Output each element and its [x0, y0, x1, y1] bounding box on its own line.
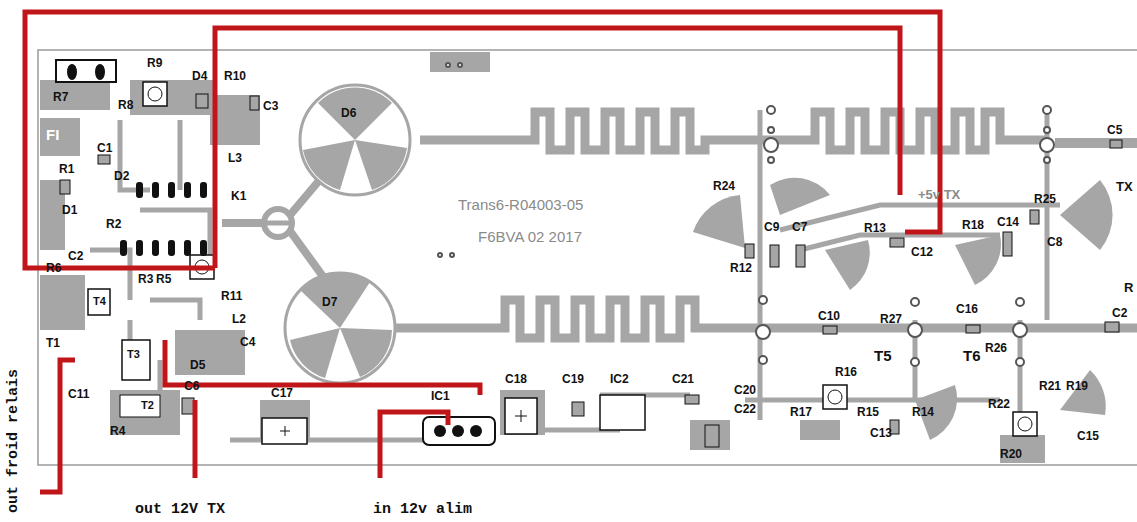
part-label: C9 [764, 221, 779, 233]
part-label: C21 [672, 373, 694, 385]
part-label: C8 [1047, 236, 1062, 248]
connection-label: out 12V TX [135, 502, 225, 517]
board-title: Trans6-R04003-05 [458, 197, 583, 212]
part-label: IC1 [431, 390, 450, 402]
part-label: TX [1116, 180, 1133, 193]
part-label: D5 [190, 359, 205, 371]
part-label: R25 [1034, 193, 1056, 205]
part-label: R17 [790, 406, 812, 418]
part-label: +5v TX [918, 188, 960, 201]
part-label: R19 [1066, 380, 1088, 392]
part-label: C16 [956, 303, 978, 315]
part-label: R22 [988, 398, 1010, 410]
part-label: K1 [231, 190, 246, 202]
part-label: R21 [1039, 380, 1061, 392]
part-label: R27 [880, 313, 902, 325]
part-label: FI [46, 127, 59, 142]
part-label: C18 [505, 373, 527, 385]
part-label: R26 [985, 342, 1007, 354]
part-label: C5 [1107, 124, 1122, 136]
radial-stubs [693, 178, 1113, 440]
part-label: R12 [730, 262, 752, 274]
red-wires [25, 12, 940, 492]
vias [438, 63, 1054, 366]
part-label: T4 [93, 296, 106, 307]
part-label: D7 [322, 296, 337, 308]
part-label: C4 [240, 336, 255, 348]
connection-label: out froid relais [6, 369, 21, 513]
part-label: C3 [263, 100, 278, 112]
part-label: C6 [184, 380, 199, 392]
part-label: R18 [962, 219, 984, 231]
part-label: C22 [734, 403, 756, 415]
part-label: R10 [224, 70, 246, 82]
board-title: F6BVA 02 2017 [478, 229, 582, 244]
part-label: D6 [341, 107, 356, 119]
part-label: C19 [562, 373, 584, 385]
part-label: R3 [138, 273, 153, 285]
part-label: R15 [857, 406, 879, 418]
part-label: C10 [818, 310, 840, 322]
part-label: D4 [192, 70, 207, 82]
part-label: C2 [68, 250, 83, 262]
part-label: IC2 [610, 373, 629, 385]
part-label: R1 [59, 163, 74, 175]
part-label: T2 [141, 400, 154, 411]
part-label: R4 [110, 425, 125, 437]
part-label: R11 [221, 290, 242, 302]
part-label: R5 [156, 273, 171, 285]
part-label: R16 [835, 366, 857, 378]
traces [90, 110, 1060, 440]
part-label: R8 [118, 99, 133, 111]
part-label: C1 [97, 142, 112, 154]
meander-line [395, 112, 1137, 338]
part-label: C15 [1077, 430, 1099, 442]
part-label: R13 [864, 222, 886, 234]
part-label: C17 [271, 387, 293, 399]
part-label: C2 [1112, 307, 1127, 319]
part-label: R9 [147, 57, 162, 69]
part-label: R [1124, 281, 1133, 294]
board-outline [38, 50, 1137, 465]
part-label: L3 [228, 152, 242, 164]
part-label: R2 [106, 218, 121, 230]
part-label: R14 [912, 406, 934, 418]
part-label: T1 [46, 337, 60, 349]
part-label: T6 [963, 348, 981, 363]
part-label: R24 [713, 180, 735, 192]
part-label: C14 [997, 216, 1019, 228]
part-label: C13 [870, 427, 892, 439]
part-label: R20 [1000, 448, 1022, 460]
part-label: C7 [792, 221, 807, 233]
part-label: L2 [232, 313, 246, 325]
part-label: T5 [874, 348, 892, 363]
part-label: C11 [68, 388, 89, 400]
part-label: R7 [53, 91, 68, 103]
part-label: C12 [911, 246, 933, 258]
part-label: T3 [127, 349, 140, 360]
part-label: D1 [62, 204, 77, 216]
diode-pads [285, 85, 410, 383]
part-label: D2 [114, 170, 129, 182]
copper-areas [40, 52, 1137, 463]
connection-label: in 12v alim [373, 502, 472, 517]
part-label: R6 [46, 262, 61, 274]
part-label: C20 [734, 384, 756, 396]
